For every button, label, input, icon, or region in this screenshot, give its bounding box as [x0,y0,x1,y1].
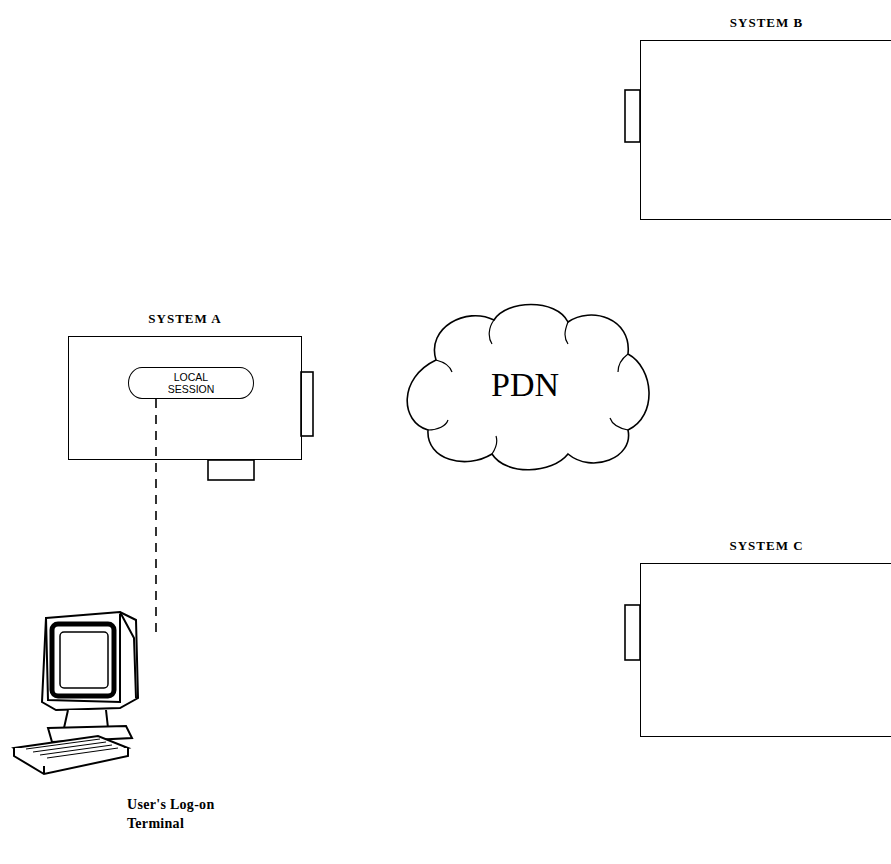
terminal-part [43,766,45,774]
terminal-part [46,614,120,702]
port-tab [625,90,640,142]
dashed-connector [155,399,157,638]
terminal-part [120,612,136,698]
terminal-part [42,612,138,710]
port-tab [301,372,313,436]
system-heading: SYSTEM B [641,15,891,31]
system-box: SYSTEM B [640,40,891,220]
system-heading: SYSTEM A [69,311,301,327]
terminal-part [60,632,108,688]
system-box: SYSTEM C [640,563,891,737]
cloud-curl [428,320,628,454]
terminal-label: User's Log-on Terminal [127,795,223,833]
terminal-icon [8,598,148,798]
terminal: User's Log-on Terminal [8,598,178,860]
key-row [47,748,118,758]
terminal-part [64,710,108,728]
network-label: PDN [491,366,559,404]
terminal-part [14,748,128,774]
network-cloud: PDN [396,298,654,472]
keyboard-keys [26,739,118,758]
system-box: SYSTEM ALOCAL SESSION [68,336,302,460]
cloud-path [407,305,649,470]
session-label: LOCAL SESSION [161,371,221,395]
port-tab [625,605,640,660]
terminal-part [52,624,114,696]
port-tab [208,460,254,480]
system-heading: SYSTEM C [641,538,891,554]
session-pill: LOCAL SESSION [128,367,254,399]
